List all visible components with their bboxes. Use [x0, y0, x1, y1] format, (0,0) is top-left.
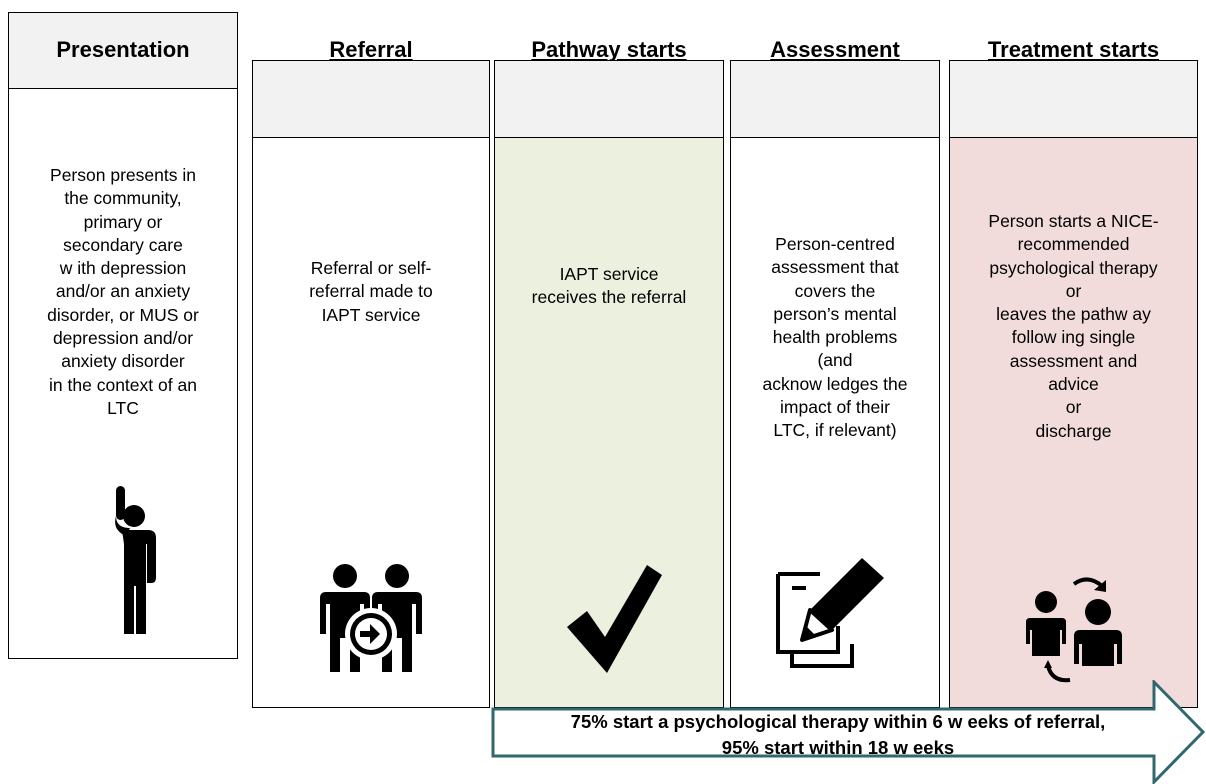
text-line: advice	[1048, 374, 1099, 395]
referral-header	[252, 60, 490, 138]
presentation-stage	[8, 12, 238, 659]
checkmark-icon	[567, 565, 662, 673]
text-line: follow ing single	[1011, 327, 1136, 348]
person-raising-hand-icon	[115, 486, 156, 634]
text-line: recommended	[1017, 234, 1130, 255]
people-exchange-icon	[1026, 577, 1122, 683]
target-line-1: 75% start a psychological therapy within…	[570, 711, 1106, 732]
target-statement: 75% start a psychological therapy within…	[493, 709, 1183, 761]
text-line: psychological therapy	[989, 257, 1158, 278]
presentation-header: Presentation	[8, 12, 238, 89]
text-line: LTC, if relevant)	[773, 420, 897, 441]
text-line: (and	[817, 350, 853, 371]
text-line: person’s mental	[773, 303, 897, 324]
assessment-header	[730, 60, 940, 138]
assessment-description: Person-centred assessment that covers th…	[730, 233, 940, 443]
referral-stage	[252, 60, 490, 708]
text-line: referral made to	[309, 281, 433, 302]
people-referral-arrow-icon	[320, 564, 422, 672]
target-arrow	[491, 680, 1206, 784]
pathway-starts-description: IAPT service receives the referral	[494, 263, 724, 310]
pathway-starts-header	[494, 60, 724, 138]
referral-description: Referral or self- referral made to IAPT …	[252, 257, 490, 327]
text-line: Referral or self-	[310, 258, 432, 278]
referral-title: Referral	[329, 37, 413, 62]
text-line: impact of their	[780, 397, 890, 418]
text-line: IAPT service	[321, 304, 421, 325]
treatment-starts-header	[949, 60, 1198, 138]
text-line: Person starts a NICE-	[988, 211, 1159, 231]
text-line: or	[1065, 280, 1082, 301]
text-line: IAPT service	[559, 264, 659, 284]
text-line: primary or	[83, 211, 163, 232]
presentation-title: Presentation	[56, 37, 190, 62]
treatment-starts-title: Treatment starts	[987, 37, 1160, 62]
text-line: leaves the pathw ay	[996, 304, 1151, 325]
text-line: covers the	[794, 280, 876, 301]
text-line: discharge	[1035, 420, 1112, 441]
text-line: secondary care	[63, 234, 183, 255]
text-line: depression and/or	[52, 328, 194, 349]
text-line: disorder, or MUS or	[47, 304, 199, 325]
text-line: acknow ledges the	[762, 373, 908, 394]
text-line: in the context of an	[49, 374, 197, 395]
text-line: assessment and	[1009, 350, 1138, 371]
pathway-starts-title: Pathway starts	[531, 37, 687, 62]
text-line: assessment that	[771, 257, 899, 278]
treatment-starts-description: Person starts a NICE- recommended psycho…	[949, 210, 1198, 443]
text-line: health problems	[772, 327, 898, 348]
text-line: w ith depression	[59, 258, 187, 279]
text-line: Person-centred	[775, 234, 895, 254]
text-line: receives the referral	[531, 287, 687, 308]
text-line: the community,	[64, 188, 182, 209]
text-line: Person presents in	[50, 165, 196, 185]
text-line: or	[1065, 397, 1082, 418]
treatment-starts-stage	[949, 60, 1198, 708]
document-pencil-icon	[776, 558, 884, 668]
text-line: anxiety disorder	[61, 351, 185, 372]
text-line: LTC	[107, 397, 139, 418]
text-line: and/or an anxiety	[55, 281, 191, 302]
target-line-2: 95% start within 18 w eeks	[721, 737, 955, 758]
presentation-description: Person presents in the community, primar…	[8, 164, 238, 420]
assessment-title: Assessment	[770, 37, 900, 62]
